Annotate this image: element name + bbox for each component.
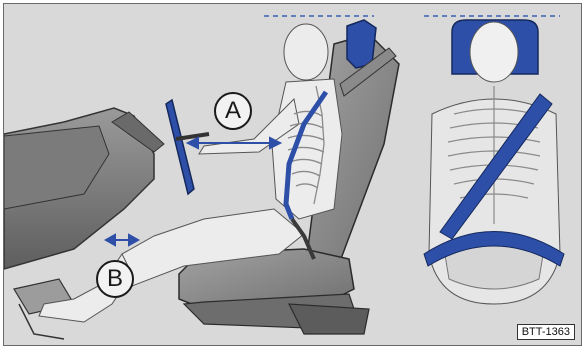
illustration-canvas — [4, 4, 581, 345]
callout-a: A — [214, 92, 252, 130]
callout-b: B — [96, 260, 134, 298]
seating-position-illustration: A B BTT-1363 — [3, 3, 582, 346]
steering-wheel — [166, 100, 209, 194]
rear-view — [424, 16, 564, 304]
distance-arrow-b — [106, 235, 138, 245]
image-code: BTT-1363 — [517, 324, 575, 340]
